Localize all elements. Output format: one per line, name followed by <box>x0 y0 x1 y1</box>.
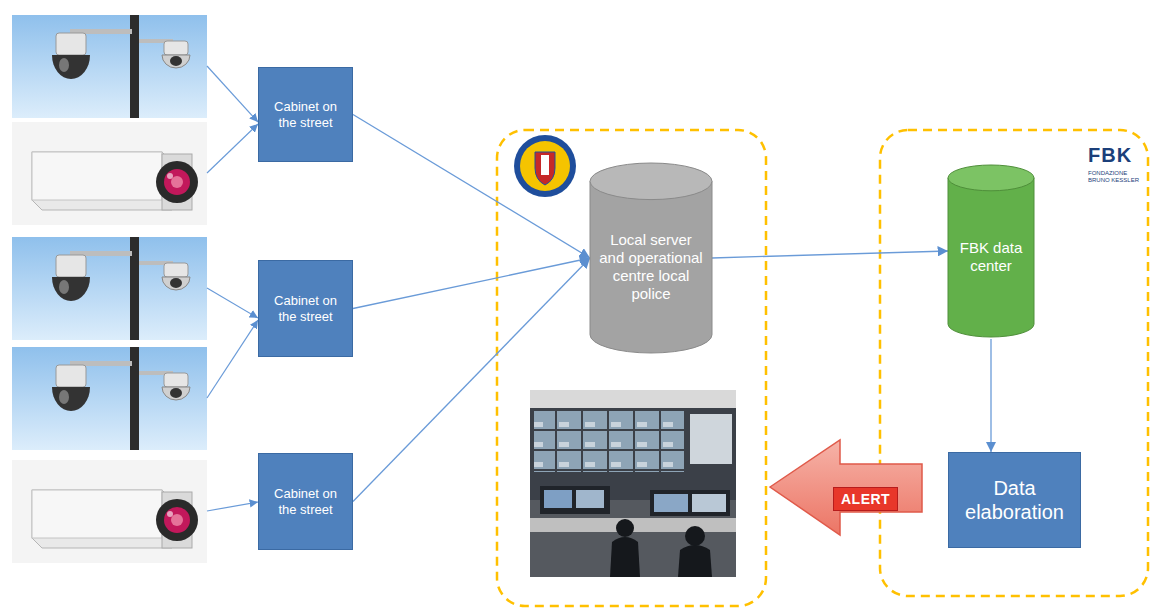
camera-wire <box>207 502 258 511</box>
camera-wire <box>207 320 258 398</box>
node-text: Cabinet on the street <box>270 293 342 324</box>
cylinder-top <box>948 165 1034 191</box>
dome-camera-photo <box>12 237 207 340</box>
alert-arrow <box>770 440 922 535</box>
text-holder: FBK data center <box>954 239 1028 275</box>
camera-wires <box>207 66 258 511</box>
node-text: Local server and operational centre loca… <box>599 231 703 303</box>
logo-ring <box>514 135 576 197</box>
cylinder-top <box>590 163 712 200</box>
ceiling <box>530 390 736 408</box>
cylinder-body <box>948 178 1034 337</box>
dome-camera-photo <box>12 15 207 118</box>
logo-text: FBK <box>1088 144 1132 167</box>
operator <box>685 526 705 546</box>
operator <box>678 545 712 577</box>
cabinet-box: Cabinet on the street <box>258 260 353 357</box>
node-text: FBK data center <box>954 239 1028 275</box>
datacenter-cylinder: FBK data center <box>948 165 1034 337</box>
wall-panel <box>690 414 732 464</box>
cylinder-body <box>590 181 712 353</box>
desk-screen <box>654 494 688 512</box>
connector-arrow <box>712 251 948 258</box>
node-text: Cabinet on the street <box>270 486 342 517</box>
operator <box>616 519 634 537</box>
logo-disc <box>520 141 570 191</box>
camera-wire <box>207 124 258 173</box>
fbk-region <box>880 130 1148 596</box>
box-camera-photo <box>12 460 207 563</box>
box-camera-photo <box>12 122 207 225</box>
connector-arrow <box>353 258 590 502</box>
text-holder: Local server and operational centre loca… <box>599 231 703 303</box>
node-text: Data elaboration <box>955 476 1075 524</box>
text-holder: Data elaboration <box>955 476 1075 524</box>
connector-arrow <box>353 258 590 309</box>
desk-screen <box>544 490 572 508</box>
control-room-photo <box>530 390 736 577</box>
connector-arrow <box>353 115 590 259</box>
text-holder: Cabinet on the street <box>270 486 342 517</box>
desk-monitors <box>540 486 610 514</box>
desk-screen <box>692 494 726 512</box>
logo-shield <box>535 152 555 185</box>
video-wall <box>534 410 684 472</box>
police-logo <box>514 135 576 197</box>
cabinet-box: Cabinet on the street <box>258 67 353 162</box>
connector-arrow <box>990 339 991 452</box>
cabinet-box: Cabinet on the street <box>258 453 353 550</box>
node-text: Cabinet on the street <box>270 99 342 130</box>
process-box: Data elaboration <box>948 452 1081 548</box>
camera-wire <box>207 66 258 122</box>
operator <box>610 537 640 577</box>
logo-band <box>541 155 549 175</box>
camera-wire <box>207 288 258 318</box>
dome-camera-photo <box>12 347 207 450</box>
logo-subtext: FONDAZIONE BRUNO KESSLER <box>1088 170 1140 184</box>
text-holder: Cabinet on the street <box>270 293 342 324</box>
desk-monitors <box>650 490 730 516</box>
desk-screen <box>576 490 604 508</box>
alert-label: ALERT <box>833 487 898 511</box>
server-cylinder: Local server and operational centre loca… <box>590 163 712 353</box>
police-region <box>497 130 766 606</box>
text-holder: Cabinet on the street <box>270 99 342 130</box>
photo-ground <box>530 390 736 577</box>
